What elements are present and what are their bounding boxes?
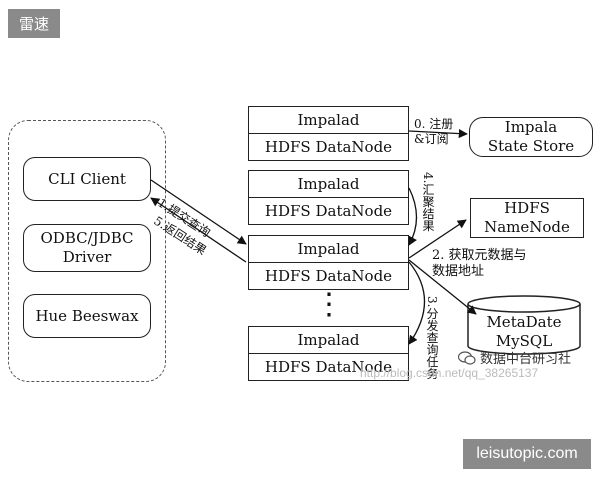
impalad-label: Impalad	[297, 111, 360, 129]
wechat-icon	[457, 350, 476, 365]
impalad-node-3: Impalad HDFS DataNode	[248, 235, 409, 290]
aggregate-arrow	[408, 187, 418, 246]
datanode-label: HDFS DataNode	[249, 262, 408, 289]
metastore-label: MetaDate MySQL	[486, 313, 562, 350]
namenode-box: HDFS NameNode	[470, 198, 584, 238]
hue-beeswax-box: Hue Beeswax	[23, 294, 151, 338]
impalad-label: Impalad	[297, 175, 360, 193]
impalad-node-1: Impalad HDFS DataNode	[248, 106, 409, 161]
impalad-label: Impalad	[297, 331, 360, 349]
distribute-arrow	[408, 261, 426, 345]
datanode-label: HDFS DataNode	[249, 353, 408, 380]
blog-url-watermark: http://blog.csdn.net/qq_38265137	[360, 366, 539, 380]
datanode-label: HDFS DataNode	[249, 197, 408, 224]
datanode-label: HDFS DataNode	[249, 133, 408, 160]
cli-client-box: CLI Client	[23, 157, 151, 201]
aggregate-label: 4.汇聚结果	[421, 172, 435, 232]
impalad-node-4: Impalad HDFS DataNode	[248, 326, 409, 381]
register-label: 0. 注册 &订阅	[414, 117, 454, 146]
odbc-jdbc-driver-box: ODBC/JDBC Driver	[23, 224, 151, 272]
fetch-meta-label: 2. 获取元数据与 数据地址	[432, 248, 527, 279]
state-store-box: Impala State Store	[469, 117, 593, 157]
bottom-right-badge: leisutopic.com	[463, 439, 591, 469]
impalad-node-2: Impalad HDFS DataNode	[248, 170, 409, 225]
top-left-badge: 雷速	[8, 9, 60, 38]
ellipsis: ⋮	[314, 287, 344, 322]
distribute-label: 3.分发查询任务	[425, 296, 439, 380]
wechat-watermark: 数据中台研习社	[457, 348, 572, 367]
impalad-label: Impalad	[297, 240, 360, 258]
wechat-account-name: 数据中台研习社	[480, 351, 572, 366]
